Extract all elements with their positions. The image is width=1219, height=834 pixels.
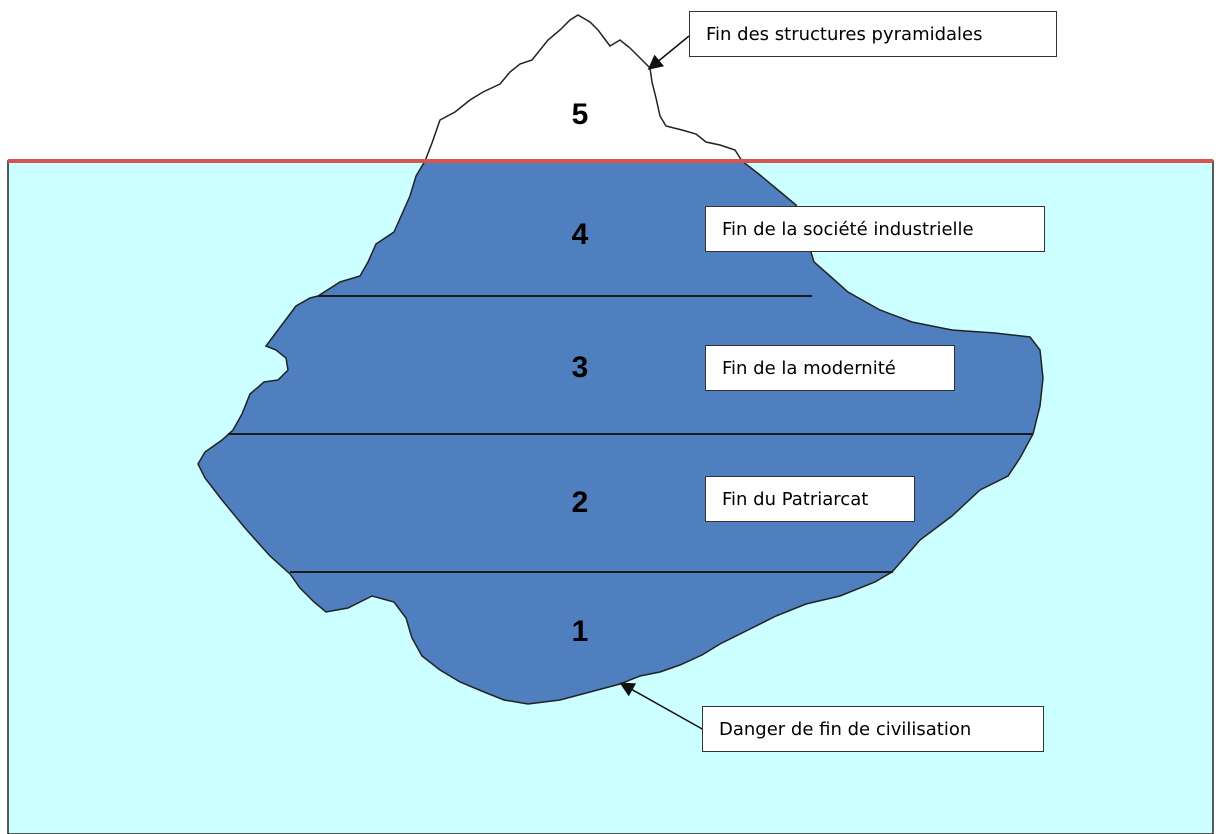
callout-layer-3: Fin de la modernité (705, 345, 955, 391)
callout-danger: Danger de fin de civilisation (702, 706, 1044, 752)
callout-layer-5: Fin des structures pyramidales (689, 11, 1057, 57)
arrow-to-tip (647, 35, 690, 70)
layer-number-5: 5 (572, 98, 589, 131)
layer-number-3: 3 (572, 351, 589, 384)
layer-number-4: 4 (572, 218, 589, 251)
layer-number-2: 2 (572, 486, 589, 519)
callout-layer-2: Fin du Patriarcat (705, 476, 915, 522)
iceberg-tip (423, 14, 744, 162)
callout-layer-4: Fin de la société industrielle (705, 206, 1045, 252)
layer-number-1: 1 (572, 615, 589, 648)
arrow-to-bottom (619, 682, 705, 731)
